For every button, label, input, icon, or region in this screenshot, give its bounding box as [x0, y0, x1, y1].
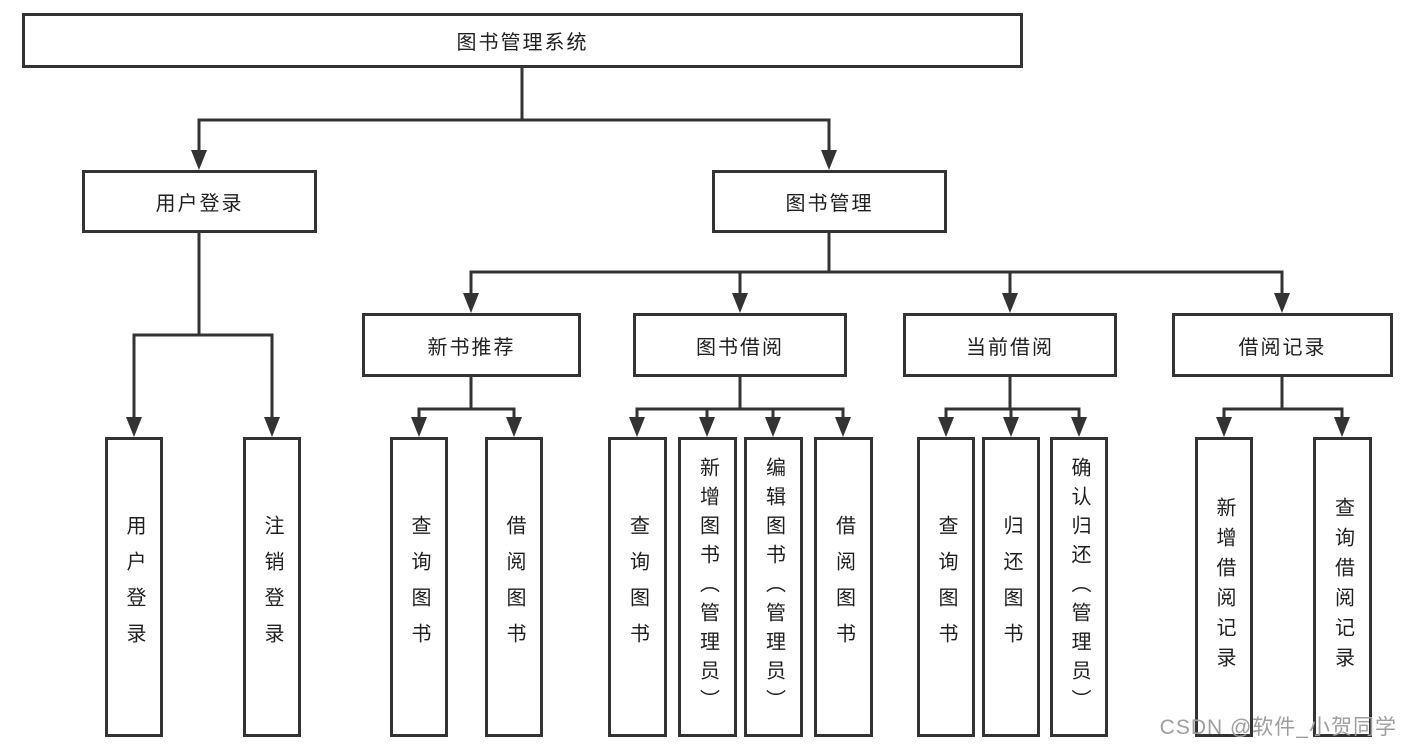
leaf-return-books: 归还图书	[982, 437, 1040, 737]
leaf-logout: 注销登录	[243, 437, 301, 737]
leaf-query-books-recommend: 查询图书	[390, 437, 448, 737]
leaf-add-books-admin: 新增图书（管理员）	[678, 437, 737, 737]
leaf-user-login-label: 用户登录	[123, 515, 145, 659]
leaf-edit-books-admin-label: 编辑图书（管理员）	[762, 456, 785, 718]
leaf-borrow-books-recommend-label: 借阅图书	[503, 515, 525, 659]
csdn-watermark: CSDN @软件_小贺同学	[1159, 716, 1397, 739]
leaf-confirm-return-admin: 确认归还（管理员）	[1050, 437, 1108, 737]
leaf-borrow-books-borrowing-label: 借阅图书	[832, 515, 855, 659]
leaf-add-borrow-record-label: 新增借阅记录	[1213, 497, 1235, 677]
leaf-logout-label: 注销登录	[261, 515, 283, 659]
node-new-book-recommend: 新书推荐	[362, 313, 581, 377]
leaf-add-borrow-record: 新增借阅记录	[1195, 437, 1253, 737]
leaf-edit-books-admin: 编辑图书（管理员）	[744, 437, 803, 737]
leaf-query-books-borrowing: 查询图书	[608, 437, 667, 737]
leaf-query-books-borrowing-label: 查询图书	[626, 515, 649, 659]
node-book-borrowing-label: 图书借阅	[696, 336, 784, 359]
leaf-query-books-current-label: 查询图书	[935, 515, 957, 659]
node-user-login-label: 用户登录	[155, 193, 244, 215]
leaf-confirm-return-admin-label: 确认归还（管理员）	[1068, 456, 1090, 718]
node-root-label: 图书管理系统	[456, 32, 589, 54]
leaf-query-borrow-record-label: 查询借阅记录	[1331, 497, 1354, 677]
leaf-query-borrow-record: 查询借阅记录	[1313, 437, 1372, 737]
node-book-management-label: 图书管理	[785, 193, 874, 215]
node-borrowing-records: 借阅记录	[1172, 313, 1393, 377]
node-borrowing-records-label: 借阅记录	[1238, 336, 1327, 359]
leaf-borrow-books-borrowing: 借阅图书	[814, 437, 873, 737]
node-root: 图书管理系统	[22, 13, 1023, 68]
node-book-borrowing: 图书借阅	[633, 313, 847, 377]
node-user-login: 用户登录	[82, 170, 317, 233]
node-book-management: 图书管理	[712, 170, 947, 233]
leaf-query-books-current: 查询图书	[917, 437, 975, 737]
node-new-book-recommend-label: 新书推荐	[427, 336, 516, 359]
node-current-borrowing: 当前借阅	[903, 313, 1117, 377]
leaf-borrow-books-recommend: 借阅图书	[485, 437, 543, 737]
leaf-query-books-recommend-label: 查询图书	[408, 515, 430, 659]
leaf-return-books-label: 归还图书	[1000, 515, 1022, 659]
leaf-user-login: 用户登录	[105, 437, 163, 737]
leaf-add-books-admin-label: 新增图书（管理员）	[696, 456, 719, 718]
node-current-borrowing-label: 当前借阅	[966, 336, 1054, 359]
